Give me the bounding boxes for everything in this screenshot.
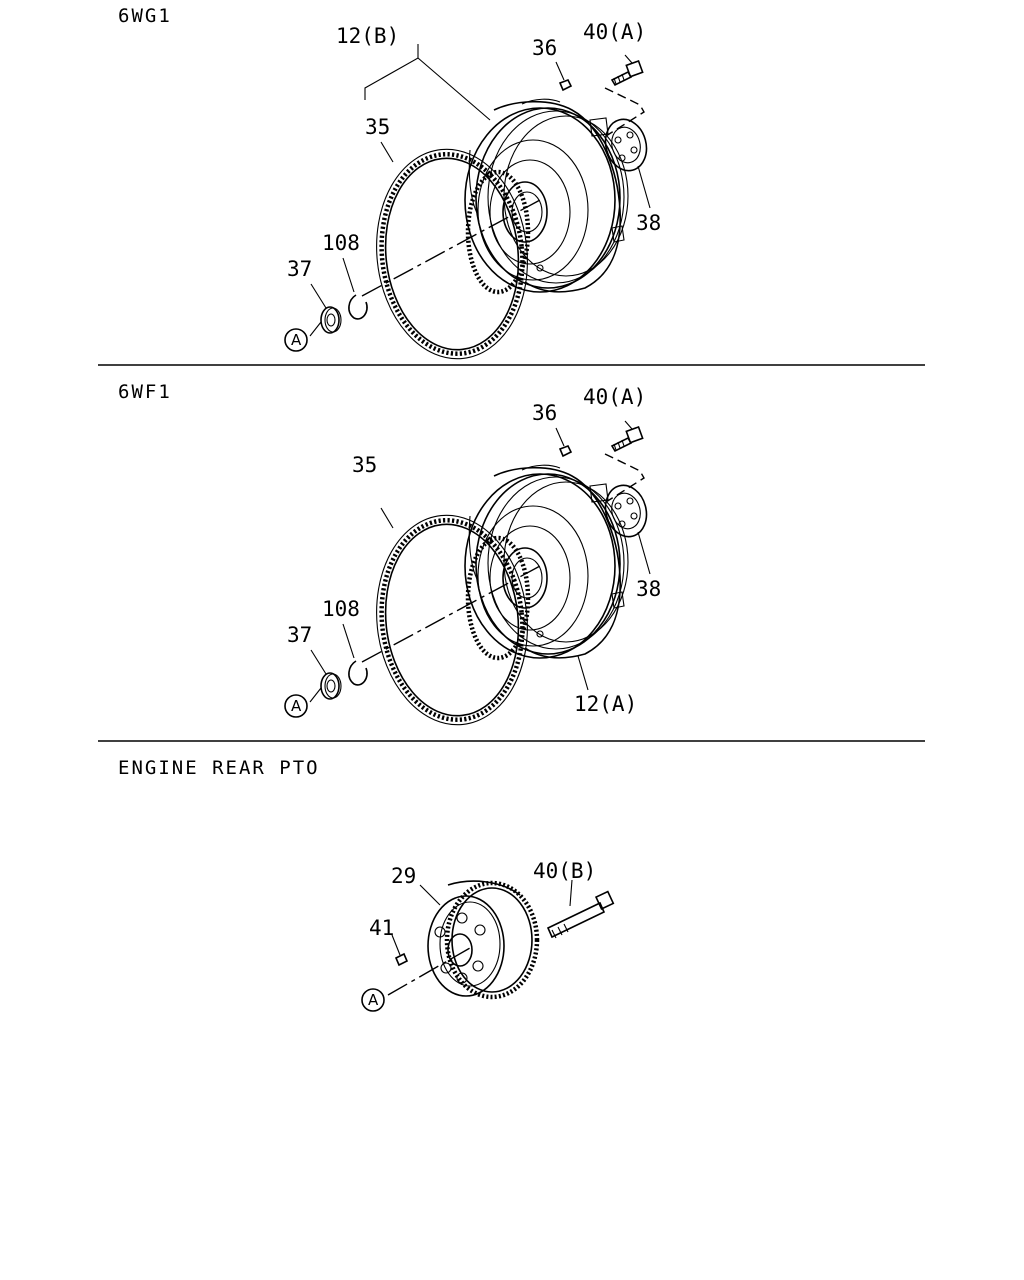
label-dowel-pin: 36 — [532, 36, 557, 60]
reference-letter: A — [291, 697, 302, 715]
label-washer-plate: 38 — [636, 211, 661, 235]
label-ring-gear: 35 — [365, 115, 390, 139]
pto-gear — [427, 880, 540, 1000]
label-bolt: 40(B) — [533, 859, 596, 883]
label-dowel-pin: 36 — [532, 401, 557, 425]
reference-letter: A — [368, 991, 379, 1009]
label-flywheel: 12(B) — [336, 24, 399, 48]
label-bolt: 40(A) — [583, 385, 646, 409]
label-pin: 41 — [369, 916, 394, 940]
label-bearing: 37 — [287, 257, 312, 281]
section-engine-rear-pto: ENGINE REAR PTO — [118, 757, 615, 1012]
section-title: ENGINE REAR PTO — [118, 757, 320, 779]
section-6wg1: 6WG1 12(B) 36 40(A) 35 38 108 37 A — [118, 5, 661, 366]
label-washer-plate: 38 — [636, 577, 661, 601]
label-snap-ring: 108 — [322, 597, 360, 621]
label-flywheel: 12(A) — [574, 692, 637, 716]
pto-bolt — [546, 890, 615, 939]
section-title: 6WF1 — [118, 381, 172, 403]
label-snap-ring: 108 — [322, 231, 360, 255]
pto-pin — [394, 952, 409, 967]
reference-letter: A — [291, 331, 302, 349]
section-title: 6WG1 — [118, 5, 172, 27]
label-ring-gear: 35 — [352, 453, 377, 477]
label-bearing: 37 — [287, 623, 312, 647]
label-pto-gear: 29 — [391, 864, 416, 888]
reference-marker-a — [361, 988, 385, 1012]
label-bolt: 40(A) — [583, 20, 646, 44]
section-6wf1: 6WF1 36 40(A) 35 38 108 37 12(A) A — [118, 381, 661, 732]
flywheel-assembly-6wf1 — [285, 421, 652, 732]
